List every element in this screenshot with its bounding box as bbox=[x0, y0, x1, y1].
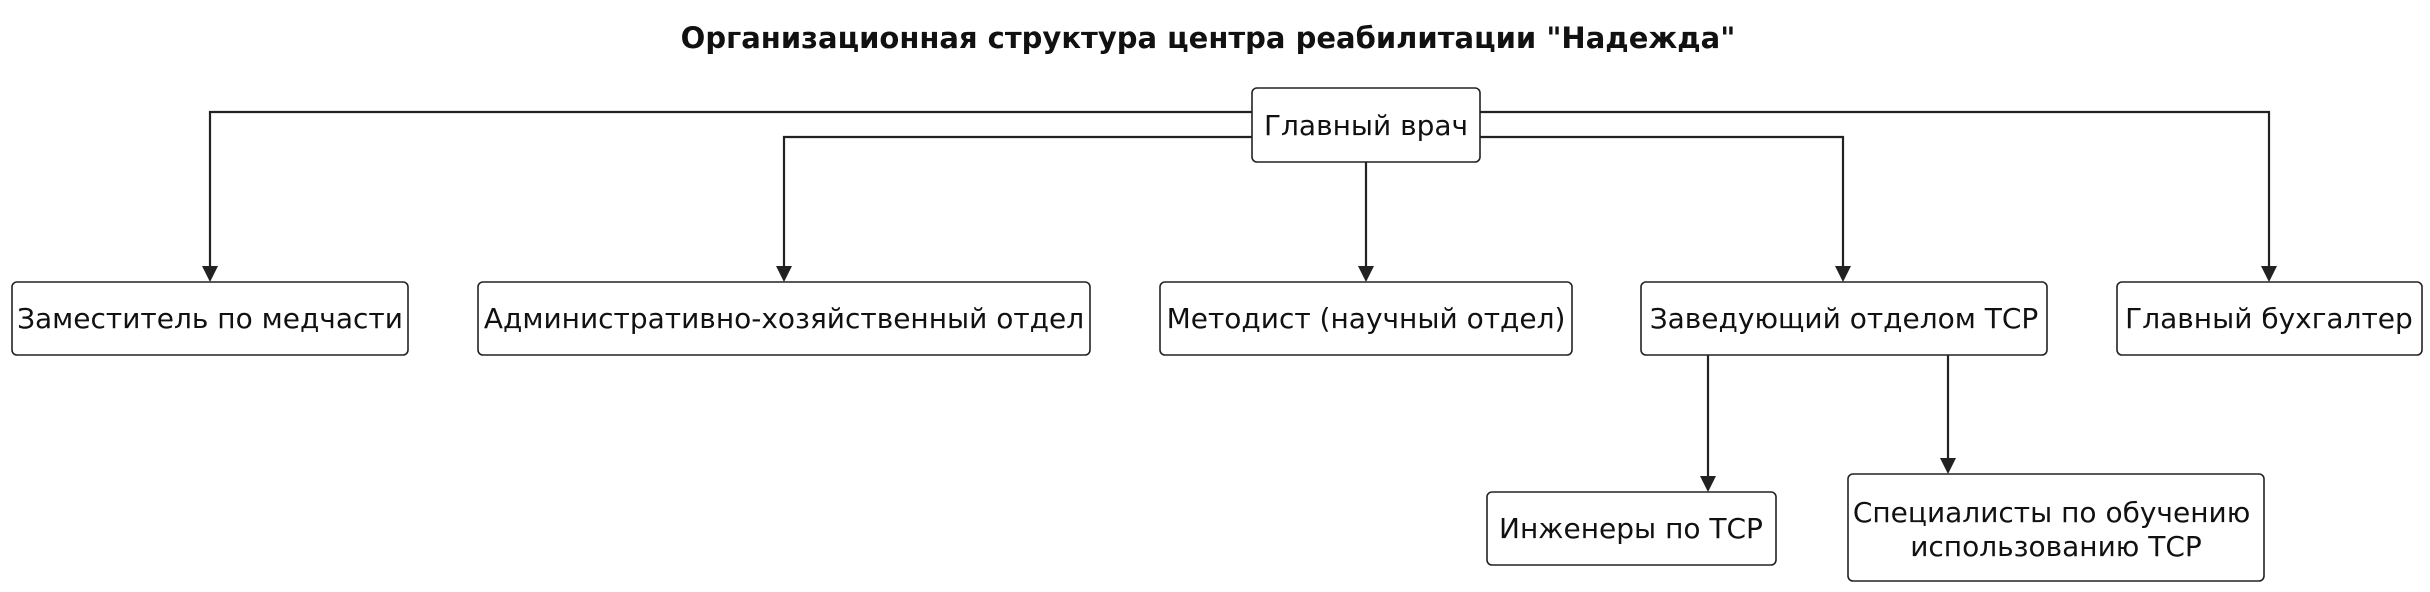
diagram-title: Организационная структура центра реабили… bbox=[681, 21, 1736, 55]
arrow-head-deputy bbox=[202, 266, 218, 282]
edge-head-to-accountant bbox=[1480, 110, 2271, 270]
node-tsr-head-label: Заведующий отделом ТСР bbox=[1650, 302, 2039, 335]
node-tsr-engineers-label: Инженеры по ТСР bbox=[1499, 512, 1763, 545]
arrow-head-methodist bbox=[1358, 266, 1374, 282]
node-tsr-training-line-2: использованию ТСР bbox=[1910, 530, 2202, 563]
node-tsr-head[interactable]: Заведующий отделом ТСР bbox=[1640, 281, 2048, 356]
node-chief-accountant-label: Главный бухгалтер bbox=[2125, 302, 2413, 335]
node-tsr-training[interactable]: Специалисты по обучению использованию ТС… bbox=[1847, 473, 2265, 582]
arrow-head-training bbox=[1940, 458, 1956, 474]
edges bbox=[202, 110, 2277, 492]
node-tsr-training-label: Специалисты по обучению использованию ТС… bbox=[1853, 496, 2259, 563]
node-deputy-medical[interactable]: Заместитель по медчасти bbox=[11, 281, 409, 356]
edge-head-to-admin bbox=[782, 135, 1252, 270]
arrow-head-tsr-head bbox=[1835, 266, 1851, 282]
node-admin-dept[interactable]: Административно-хозяйственный отдел bbox=[477, 281, 1091, 356]
node-tsr-training-line-1: Специалисты по обучению bbox=[1853, 496, 2250, 529]
arrow-head-admin bbox=[776, 266, 792, 282]
arrow-head-accountant bbox=[2261, 266, 2277, 282]
node-methodist[interactable]: Методист (научный отдел) bbox=[1159, 281, 1573, 356]
node-methodist-label: Методист (научный отдел) bbox=[1167, 302, 1566, 335]
edge-head-to-tsr-head bbox=[1480, 135, 1845, 270]
node-tsr-engineers[interactable]: Инженеры по ТСР bbox=[1486, 491, 1777, 566]
node-admin-dept-label: Административно-хозяйственный отдел bbox=[484, 302, 1084, 335]
node-head-doctor[interactable]: Главный врач bbox=[1251, 87, 1481, 163]
node-deputy-medical-label: Заместитель по медчасти bbox=[17, 302, 403, 335]
node-chief-accountant[interactable]: Главный бухгалтер bbox=[2116, 281, 2423, 356]
node-head-doctor-label: Главный врач bbox=[1264, 109, 1468, 142]
arrow-head-engineers bbox=[1700, 476, 1716, 492]
edge-head-to-deputy bbox=[208, 110, 1252, 270]
